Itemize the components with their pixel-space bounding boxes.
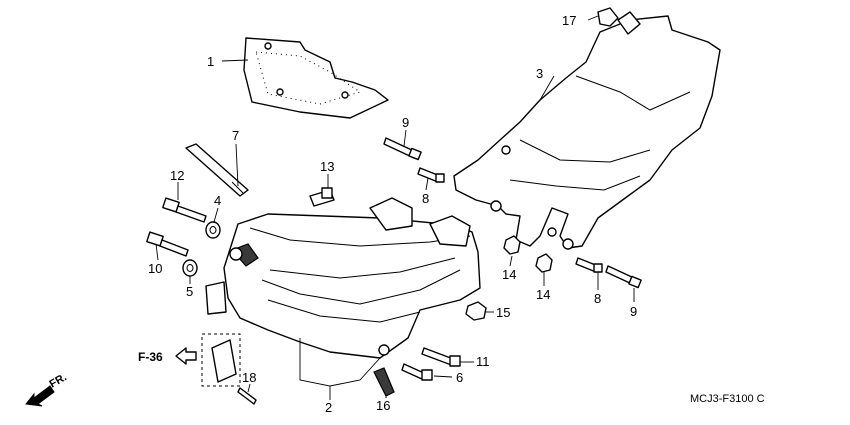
callout-label: 14 [536,287,550,302]
part-reference-panel [201,333,241,387]
direction-arrow-icon [25,385,55,407]
direction-label: FR. [48,371,69,390]
reference-f36: F-36 [138,347,197,365]
part-bolt-6 [401,363,433,381]
drawing-code: MCJ3-F3100 C [690,393,765,405]
part-bolt-10 [146,231,189,257]
part-bolt-11 [421,347,461,367]
callout-label: 14 [502,267,516,282]
part-heat-shield [243,37,389,119]
callout-label: 2 [325,400,332,415]
part-collar-4 [205,221,221,239]
callout-label: 11 [476,354,490,369]
callout-label: 18 [242,370,256,385]
callout-label: 4 [214,193,221,208]
reference-label: F-36 [138,350,163,364]
part-bolt-9-lower [605,265,642,289]
callout-label: 8 [594,291,601,306]
part-bolt-8-upper [417,167,445,183]
callout-label: 1 [207,54,214,69]
callout-label: 15 [496,305,510,320]
part-rear-subframe [453,11,721,250]
callout-label: 5 [186,284,193,299]
leader-lines [155,15,635,400]
callout-label: 16 [376,398,390,413]
callout-label: 17 [562,13,576,28]
callout-label: 8 [422,191,429,206]
part-bolt-13 [309,187,335,207]
callout-label: 6 [456,370,463,385]
direction-indicator: FR. [25,371,69,407]
part-bolt-12 [162,197,207,223]
part-nut-15 [465,301,487,321]
part-nut-14-left [503,235,521,255]
part-nut-14-right [535,253,553,273]
part-bolt-8-lower [575,257,603,273]
callout-label: 9 [630,304,637,319]
callout-label: 13 [320,159,334,174]
callout-label: 10 [148,261,162,276]
part-collar-5 [182,259,198,277]
callout-labels: 1 2 3 4 5 6 7 8 8 9 9 10 11 12 13 14 14 … [148,13,637,415]
part-bolt-9-upper [383,137,422,161]
part-screw-18 [237,387,257,405]
callout-label: 7 [232,128,239,143]
callout-label: 9 [402,115,409,130]
reference-arrow-icon [175,347,197,365]
callout-label: 12 [170,168,184,183]
part-clip-16 [373,367,395,397]
callout-label: 3 [536,66,543,81]
part-bolt-7 [185,143,249,197]
part-main-frame [205,197,481,359]
part-clamp-17 [597,7,619,27]
